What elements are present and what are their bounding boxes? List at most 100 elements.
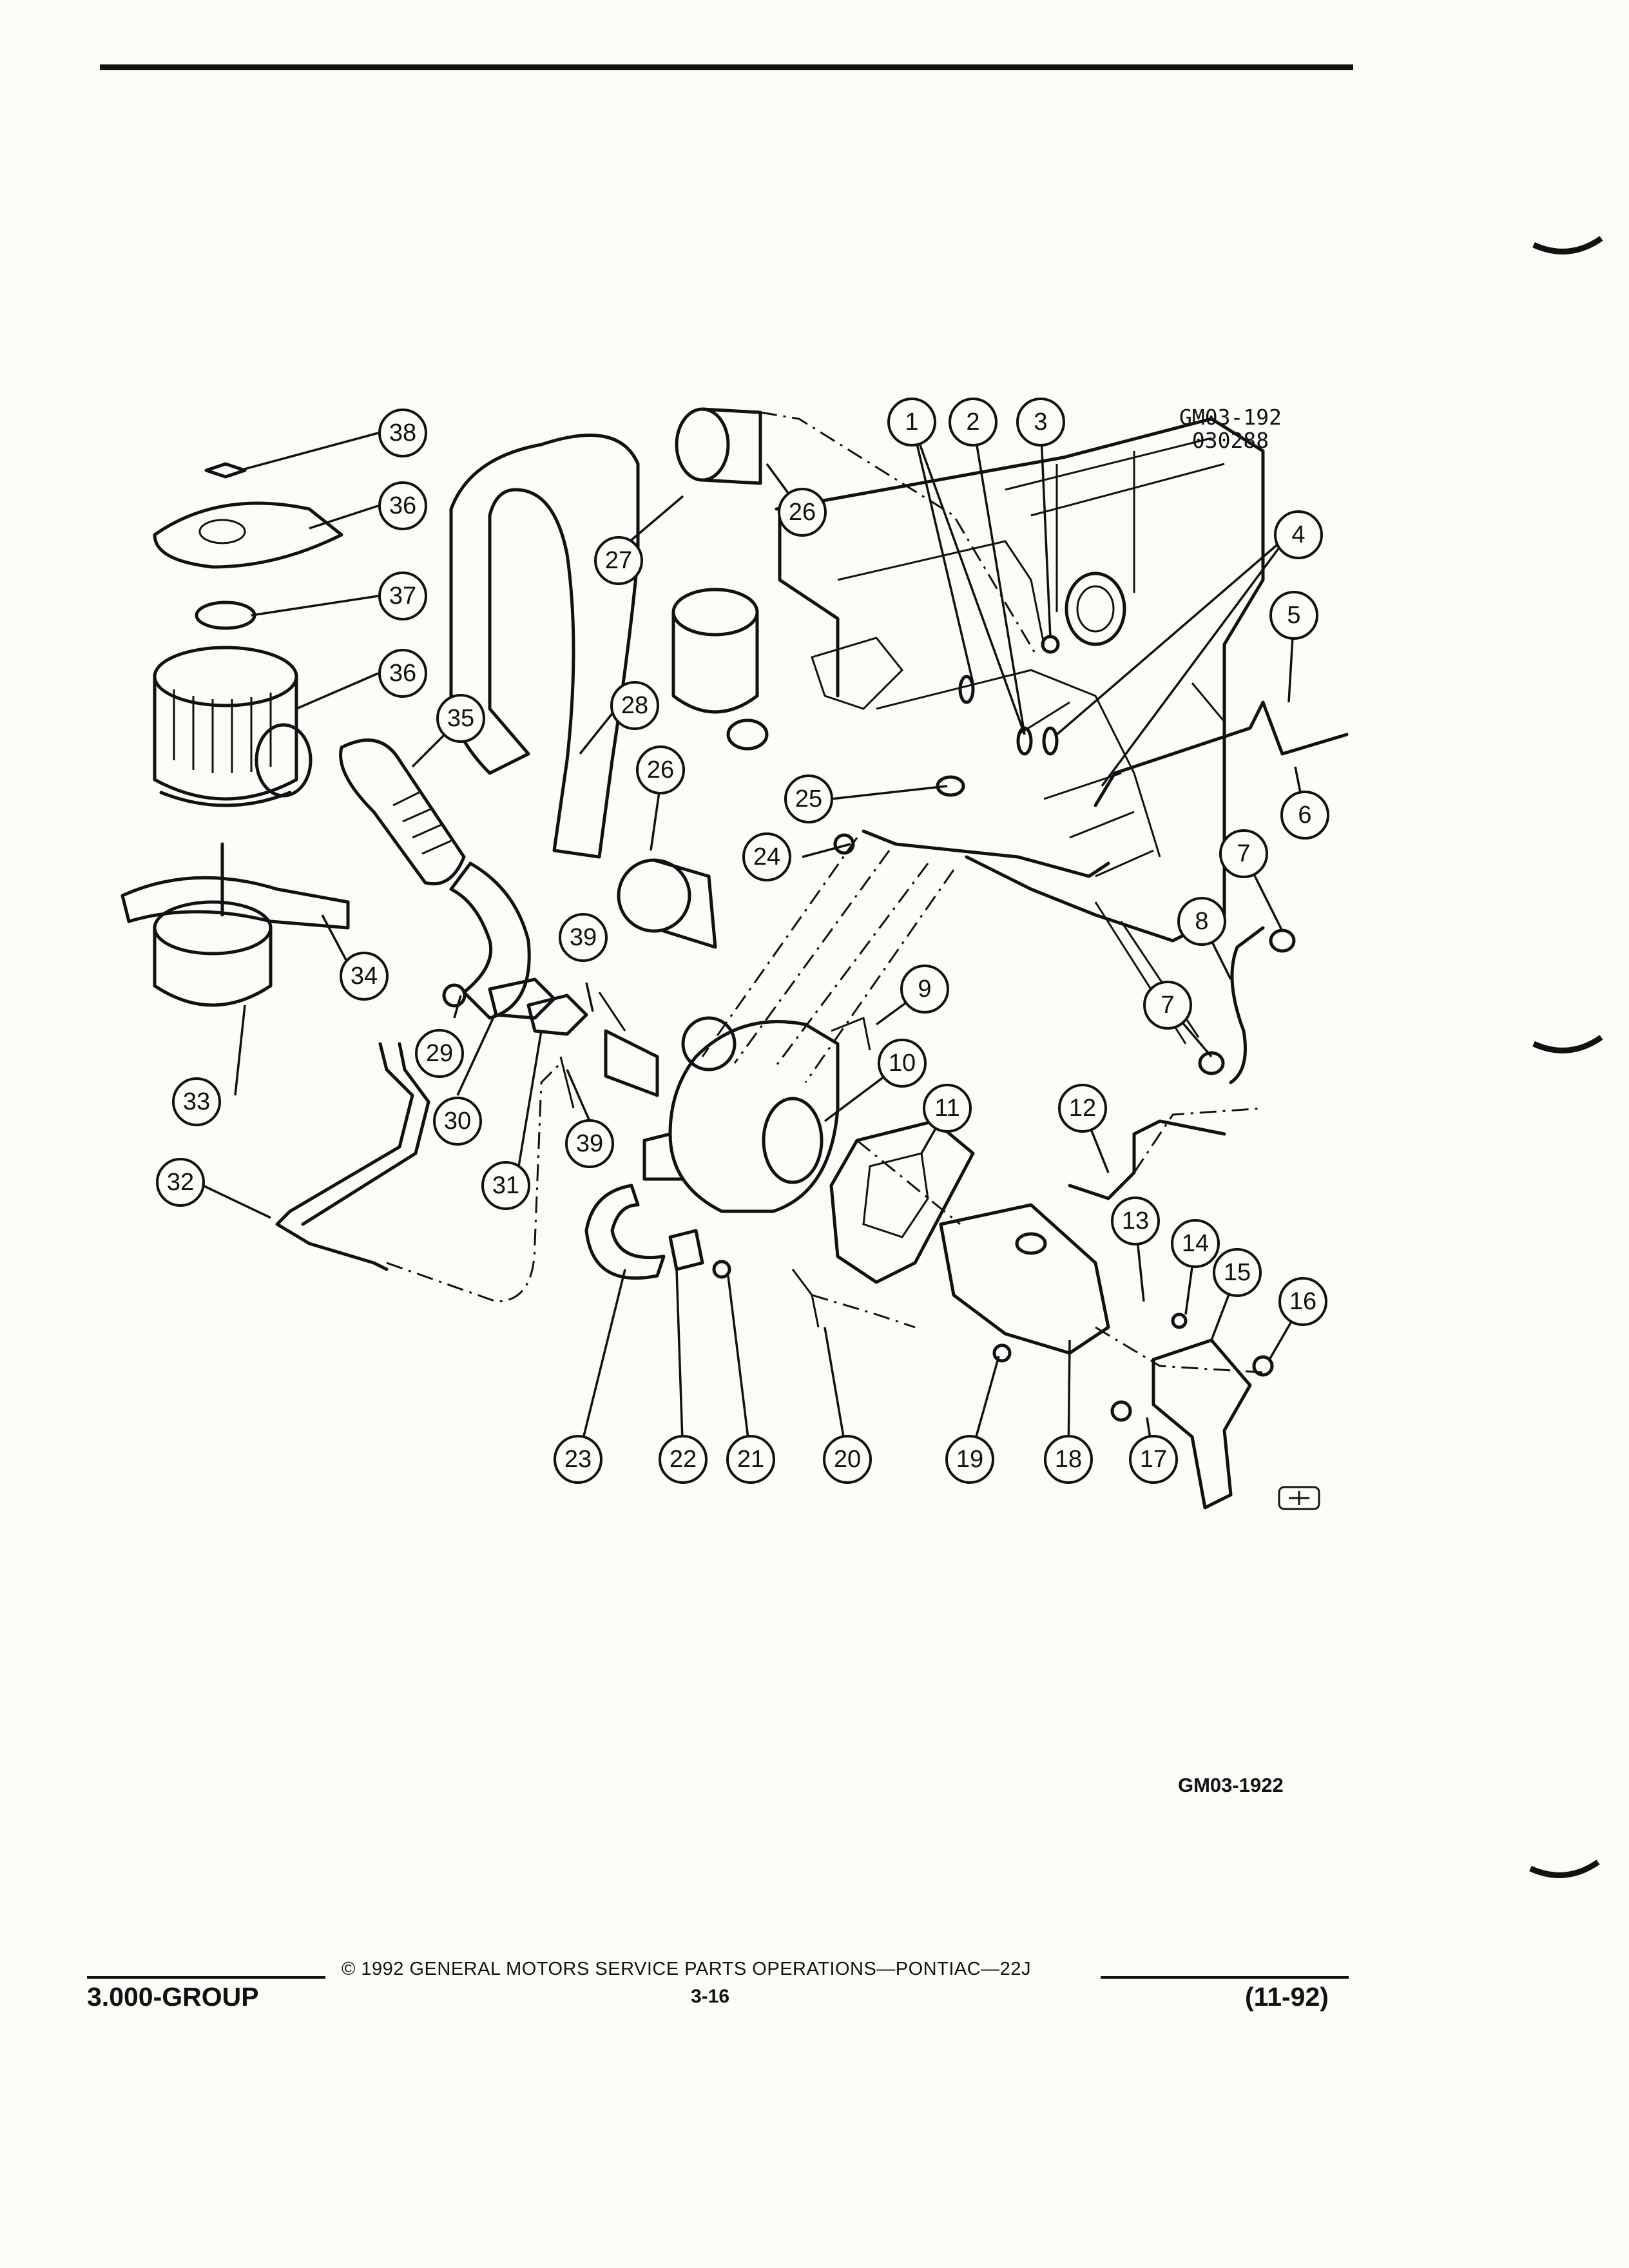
callout-37: 37 xyxy=(378,572,427,620)
air-cleaner xyxy=(153,462,343,807)
callout-3: 3 xyxy=(1016,398,1065,447)
svg-text:30: 30 xyxy=(444,1108,471,1135)
callout-15: 15 xyxy=(1213,1248,1262,1297)
callout-14: 14 xyxy=(1171,1219,1220,1268)
callout-39-lower: 39 xyxy=(565,1119,614,1168)
svg-text:36: 36 xyxy=(389,660,416,687)
svg-text:31: 31 xyxy=(492,1172,519,1199)
callout-23: 23 xyxy=(554,1435,602,1484)
callout-26-upper: 26 xyxy=(778,488,827,537)
callout-25: 25 xyxy=(784,774,833,823)
turbocharger xyxy=(604,1016,840,1213)
callout-30: 30 xyxy=(433,1097,482,1146)
callout-36-upper: 36 xyxy=(378,481,427,530)
callout-33: 33 xyxy=(172,1077,221,1126)
callout-20: 20 xyxy=(823,1435,872,1484)
svg-text:22: 22 xyxy=(670,1446,697,1473)
svg-text:25: 25 xyxy=(795,785,822,812)
alignment-lines xyxy=(386,411,1264,1374)
intake-pipe xyxy=(449,407,762,949)
gm-logo-mark xyxy=(1278,1486,1320,1510)
svg-text:39: 39 xyxy=(570,924,597,951)
svg-text:5: 5 xyxy=(1287,602,1300,629)
svg-text:1: 1 xyxy=(905,408,918,436)
oil-feed-tube xyxy=(275,1042,430,1271)
svg-text:36: 36 xyxy=(389,492,416,519)
edge-mark-top xyxy=(1532,236,1603,255)
svg-text:7: 7 xyxy=(1161,992,1174,1019)
svg-text:37: 37 xyxy=(389,582,416,610)
callout-16: 16 xyxy=(1278,1277,1327,1326)
air-duct xyxy=(339,738,466,886)
callout-21: 21 xyxy=(726,1435,775,1484)
svg-text:26: 26 xyxy=(789,499,816,526)
callout-29: 29 xyxy=(415,1029,464,1078)
engine-block xyxy=(671,417,1265,1044)
figure-reference: GM03-1922 xyxy=(1178,1774,1284,1796)
footer-date: (11-92) xyxy=(1245,1982,1329,2012)
callout-1: 1 xyxy=(887,398,936,447)
callout-8: 8 xyxy=(1177,897,1226,946)
callout-17: 17 xyxy=(1129,1435,1178,1484)
footer-rule-right xyxy=(1101,1976,1349,1979)
callout-27: 27 xyxy=(594,536,643,585)
coolant-lines xyxy=(862,700,1349,1200)
svg-text:9: 9 xyxy=(918,975,931,1003)
footer-group-number: 3.000-GROUP xyxy=(87,1982,259,2012)
svg-text:6: 6 xyxy=(1298,802,1311,829)
svg-text:39: 39 xyxy=(576,1130,603,1157)
callout-22: 22 xyxy=(659,1435,708,1484)
svg-text:33: 33 xyxy=(183,1088,210,1115)
callout-2: 2 xyxy=(949,398,998,447)
callout-32: 32 xyxy=(156,1158,205,1207)
svg-text:8: 8 xyxy=(1195,908,1208,935)
svg-text:17: 17 xyxy=(1140,1446,1167,1473)
svg-text:29: 29 xyxy=(426,1040,453,1067)
callout-10: 10 xyxy=(878,1039,927,1088)
svg-text:11: 11 xyxy=(934,1095,959,1122)
callout-5: 5 xyxy=(1269,591,1318,640)
svg-text:38: 38 xyxy=(389,419,416,447)
top-rule xyxy=(100,64,1353,70)
svg-text:10: 10 xyxy=(889,1050,916,1077)
callout-31: 31 xyxy=(481,1161,530,1210)
svg-text:28: 28 xyxy=(621,692,648,719)
callout-19: 19 xyxy=(945,1435,994,1484)
svg-text:21: 21 xyxy=(737,1446,764,1473)
svg-text:24: 24 xyxy=(753,843,780,870)
callout-38: 38 xyxy=(378,408,427,457)
svg-text:32: 32 xyxy=(167,1169,194,1196)
callout-12: 12 xyxy=(1058,1084,1107,1133)
callout-36-lower: 36 xyxy=(378,649,427,698)
svg-text:2: 2 xyxy=(966,408,979,436)
callout-9: 9 xyxy=(900,965,949,1014)
edge-mark-middle xyxy=(1532,1035,1603,1053)
page-footer: © 1992 GENERAL MOTORS SERVICE PARTS OPER… xyxy=(0,1959,1629,2030)
svg-text:35: 35 xyxy=(447,705,474,732)
svg-text:12: 12 xyxy=(1069,1095,1096,1122)
svg-text:26: 26 xyxy=(647,756,674,783)
footer-page-number: 3-16 xyxy=(691,1986,730,2007)
svg-text:4: 4 xyxy=(1291,521,1305,548)
heat-shield xyxy=(939,1203,1110,1355)
svg-text:20: 20 xyxy=(834,1446,861,1473)
turbo-gasket xyxy=(829,1119,975,1284)
callout-26-lower: 26 xyxy=(636,745,685,794)
svg-text:15: 15 xyxy=(1224,1259,1251,1286)
callout-18: 18 xyxy=(1044,1435,1093,1484)
callout-11: 11 xyxy=(923,1084,972,1133)
mounting-bracket xyxy=(1152,1338,1252,1510)
callout-24: 24 xyxy=(742,832,791,881)
svg-text:13: 13 xyxy=(1122,1207,1149,1235)
callout-39-upper: 39 xyxy=(559,913,608,962)
svg-text:7: 7 xyxy=(1237,840,1250,867)
callout-6: 6 xyxy=(1280,791,1329,840)
callout-35: 35 xyxy=(436,694,485,743)
svg-text:14: 14 xyxy=(1182,1230,1209,1257)
oil-drain-hose xyxy=(584,1184,704,1280)
callout-7-lower: 7 xyxy=(1143,981,1192,1030)
leader-lines xyxy=(202,421,1306,1460)
edge-mark-bottom xyxy=(1529,1860,1600,1878)
svg-text:34: 34 xyxy=(351,963,378,990)
